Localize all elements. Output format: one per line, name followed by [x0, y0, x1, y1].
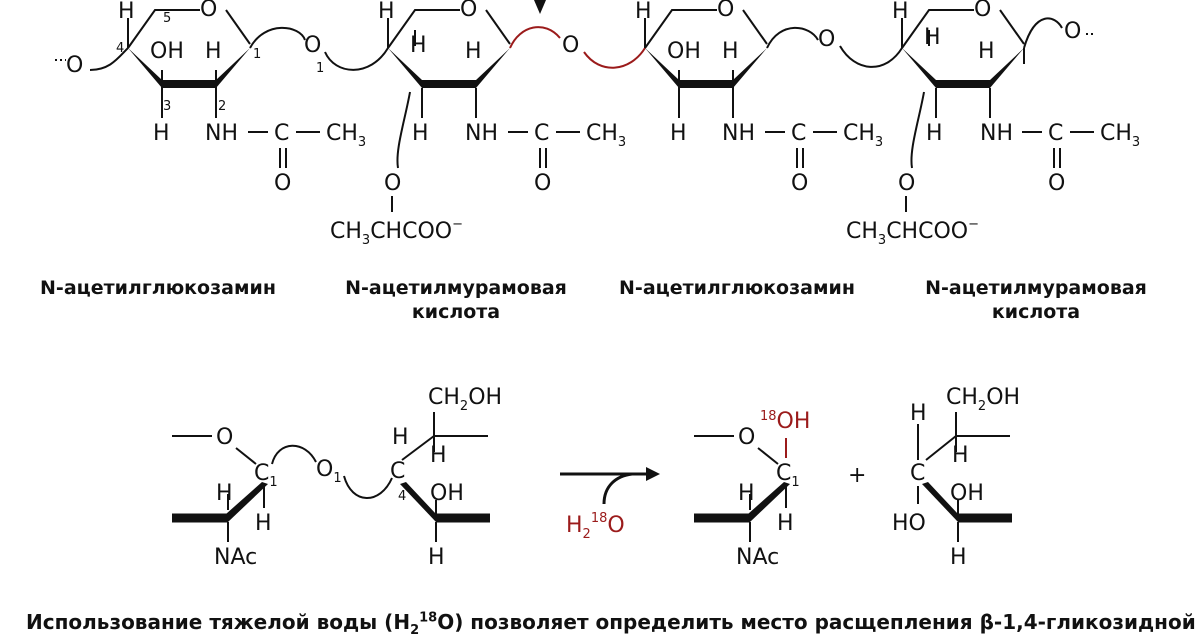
label-nam-2-line1: N-ацетилмурамовая [925, 277, 1147, 299]
atom-c1: C1 [776, 461, 800, 490]
atom-ho: HO [892, 511, 926, 536]
reaction-product-2: H C H CH2OH OH HO H [892, 385, 1020, 570]
cleavage-site: O [509, 0, 646, 69]
atom-o: O [1064, 19, 1081, 44]
atom-o: O [738, 425, 755, 450]
carbon-number: 4 [398, 489, 406, 504]
atom-o: O [534, 171, 551, 196]
atom-h: H [910, 401, 927, 426]
atom-oh: OH [950, 481, 984, 506]
atom-nac: NAc [214, 545, 257, 570]
atom-c1: C1 [254, 461, 278, 490]
atom-nh: NH [205, 121, 238, 146]
carbon-number: 1 [316, 61, 324, 76]
ring-nam-2: H O H H H NH O C CH3 O O CH3CHCOO− [846, 0, 1140, 248]
ring-nag-1: H O OH H H NH O 4 5 1 3 2 C CH3 O [55, 0, 366, 196]
carbon-number: 5 [163, 11, 171, 26]
carbon-number: 2 [218, 99, 226, 114]
label-nam-1-line2: кислота [412, 301, 500, 323]
atom-c: C [274, 121, 289, 146]
atom-h: H [738, 481, 755, 506]
heavy-oxygen-oh: 18OH [760, 409, 810, 434]
atom-nac: NAc [736, 545, 779, 570]
atom-c4: C [390, 459, 405, 484]
glycosidic-oxygen: O [304, 33, 321, 58]
cleavage-arrow-icon [534, 0, 546, 14]
atom-ch3: CH3 [1100, 121, 1140, 150]
atom-h: H [924, 25, 941, 50]
glycosidic-oxygen: O1 [316, 457, 342, 486]
heavy-water: H218O [566, 511, 625, 542]
atom-ch2oh: CH2OH [946, 385, 1020, 414]
atom-oh: OH [667, 39, 701, 64]
carbon-number: 4 [116, 41, 124, 56]
arrow-head-icon [646, 467, 660, 481]
atom-o: O [66, 53, 83, 78]
label-nag-1: N-ацетилглюкозамин [40, 277, 276, 299]
lactyl-group: CH3CHCOO− [330, 217, 463, 248]
atom-h: H [926, 121, 943, 146]
atom-ch2oh: CH2OH [428, 385, 502, 414]
atom-h: H [412, 121, 429, 146]
atom-h: H [118, 0, 135, 24]
reaction-arrow: H218O [560, 467, 660, 542]
atom-ring-o: O [460, 0, 477, 22]
atom-o: O [791, 171, 808, 196]
atom-h: H [378, 0, 395, 24]
atom-o: O [1048, 171, 1065, 196]
atom-h: H [950, 545, 967, 570]
atom-oh: OH [150, 39, 184, 64]
atom-ch3: CH3 [843, 121, 883, 150]
carbon-number: 3 [163, 99, 171, 114]
atom-h: H [205, 39, 222, 64]
atom-h: H [153, 121, 170, 146]
atom-c: C [910, 461, 925, 486]
atom-h: H [777, 511, 794, 536]
atom-h: H [892, 0, 909, 24]
atom-o: O [898, 171, 915, 196]
plus-sign: + [848, 463, 866, 488]
atom-o: O [274, 171, 291, 196]
glycosidic-oxygen: O [818, 27, 835, 52]
lactyl-group: CH3CHCOO− [846, 217, 979, 248]
atom-h: H [430, 443, 447, 468]
glycosidic-oxygen: O [562, 33, 579, 58]
atom-nh: NH [980, 121, 1013, 146]
label-nam-2-line2: кислота [992, 301, 1080, 323]
atom-h: H [978, 39, 995, 64]
atom-h: H [428, 545, 445, 570]
label-nam-1-line1: N-ацетилмурамовая [345, 277, 567, 299]
atom-ring-o: O [717, 0, 734, 22]
atom-c: C [534, 121, 549, 146]
atom-o: O [384, 171, 401, 196]
atom-nh: NH [465, 121, 498, 146]
ring-nam-1: H O H H H NH C CH3 O O CH3CHCOO− [330, 0, 626, 248]
atom-h: H [670, 121, 687, 146]
reaction-substrate: O C1 H H NAc O1 C 4 H H CH2OH OH H [172, 385, 502, 570]
atom-nh: NH [722, 121, 755, 146]
atom-c: C [1048, 121, 1063, 146]
atom-h: H [465, 39, 482, 64]
figure-caption: Использование тяжелой воды (H218O) позво… [26, 610, 1196, 638]
atom-h: H [392, 425, 409, 450]
atom-ring-o: O [974, 0, 991, 22]
atom-h: H [216, 481, 233, 506]
atom-h: H [635, 0, 652, 24]
atom-o: O [216, 425, 233, 450]
ring-nag-2: H O OH H H NH C CH3 O [635, 0, 883, 196]
atom-h: H [722, 39, 739, 64]
atom-oh: OH [430, 481, 464, 506]
atom-c: C [791, 121, 806, 146]
carbon-number: 1 [253, 47, 261, 62]
atom-ring-o: O [200, 0, 217, 22]
reaction-product-1: O C1 18OH H H NAc [694, 409, 810, 570]
atom-h: H [255, 511, 272, 536]
atom-ch3: CH3 [586, 121, 626, 150]
atom-h: H [952, 443, 969, 468]
label-nag-2: N-ацетилглюкозамин [619, 277, 855, 299]
atom-h: H [410, 33, 427, 58]
atom-ch3: CH3 [326, 121, 366, 150]
